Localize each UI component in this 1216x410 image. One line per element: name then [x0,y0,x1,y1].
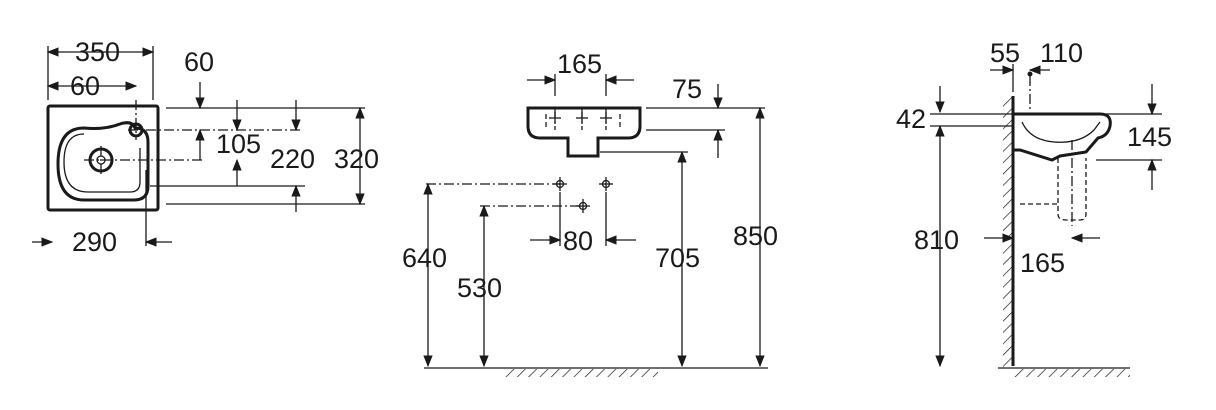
supply-point-marks [553,177,613,213]
front-view: 165 75 80 640 530 705 850 [402,49,778,377]
side-tap-distance-label: 110 [1040,38,1083,68]
siphon-outline [1057,158,1087,221]
top-tap-offset-label: 60 [184,47,214,77]
wall-hatch-side [1003,96,1012,368]
tap-hole-marks [549,112,612,124]
side-waste-height-label: 810 [914,225,959,255]
top-depth-to-bowl-label: 220 [270,144,315,174]
side-bowl-depth-label: 145 [1127,122,1172,152]
floor-hatch-front [504,369,658,377]
front-rim-height-label: 850 [733,221,778,251]
top-width-bottom-label: 290 [72,227,117,257]
bowl-outline-top [56,121,150,202]
side-wall-gap-label: 55 [990,38,1020,68]
front-bowl-bottom-label: 705 [655,243,700,273]
basin-outline-side [1011,112,1112,162]
side-view: 55 110 42 145 810 165 [896,38,1172,377]
top-depth-total-label: 320 [334,144,379,174]
front-hole-spacing-label: 165 [557,49,602,79]
front-hole-spacing-small-label: 80 [563,226,593,256]
top-view: 350 60 60 105 220 320 290 [32,37,379,257]
front-rim-thickness-label: 75 [672,74,702,104]
front-supply-low-label: 530 [457,273,502,303]
tap-point-side [1027,71,1033,77]
top-width-to-tap-label: 60 [70,71,100,101]
top-tap-to-bowl-label: 105 [216,129,261,159]
bowl-inner-top [63,133,141,193]
front-supply-high-label: 640 [402,243,447,273]
side-waste-offset-label: 165 [1020,248,1065,278]
basin-outline-top [46,104,160,212]
side-rim-top-label: 42 [896,104,926,134]
basin-outline-front [526,106,642,158]
floor-hatch-side [1014,369,1130,377]
top-width-total-label: 350 [75,37,120,67]
